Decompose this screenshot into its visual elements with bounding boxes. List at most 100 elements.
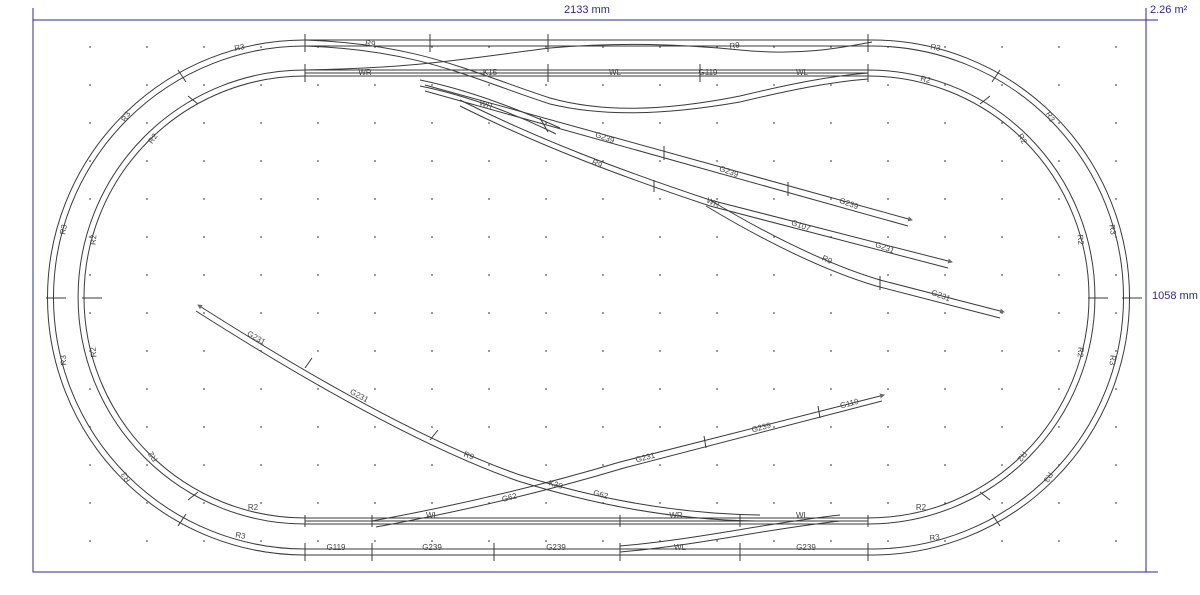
- track-piece-label: R3: [59, 354, 69, 366]
- grid-dot: [146, 274, 148, 276]
- track-piece-label: G239: [422, 543, 442, 552]
- grid-dot: [1001, 464, 1003, 466]
- track-piece-label: R3: [235, 530, 247, 541]
- grid-dot: [773, 464, 775, 466]
- grid-dot: [830, 540, 832, 542]
- grid-dot: [146, 388, 148, 390]
- grid-dot: [773, 84, 775, 86]
- grid-dot: [545, 388, 547, 390]
- board-width-label: 2133 mm: [564, 4, 610, 16]
- grid-dot: [374, 388, 376, 390]
- top-crossover-rail-a[interactable]: [304, 39, 869, 109]
- grid-dot: [146, 312, 148, 314]
- grid-dots: [89, 46, 1117, 542]
- grid-dot: [773, 350, 775, 352]
- siding-upper-rail-2[interactable]: [424, 90, 909, 227]
- grid-dot: [602, 236, 604, 238]
- grid-dot: [1115, 122, 1117, 124]
- siding-lower-rail-2[interactable]: [705, 205, 1001, 319]
- grid-dot: [203, 350, 205, 352]
- grid-dot: [146, 540, 148, 542]
- grid-dot: [773, 46, 775, 48]
- grid-dot: [431, 426, 433, 428]
- grid-dot: [1058, 198, 1060, 200]
- grid-dot: [1058, 540, 1060, 542]
- grid-dot: [830, 84, 832, 86]
- grid-dot: [431, 350, 433, 352]
- grid-dot: [773, 312, 775, 314]
- track-piece-label: G107: [790, 218, 812, 233]
- outer-loop-outer-rail[interactable]: [47, 39, 1130, 556]
- grid-dot: [716, 312, 718, 314]
- outer-loop-inner-rail[interactable]: [53, 45, 1124, 550]
- grid-dot: [431, 388, 433, 390]
- top-crossover-rail-c[interactable]: [304, 41, 873, 71]
- track-joint-tick: [991, 513, 1001, 527]
- track-piece-label: K30: [548, 478, 565, 491]
- track-piece-label: R9: [729, 40, 741, 50]
- grid-dot: [602, 198, 604, 200]
- right-diagonal-rail-2[interactable]: [375, 400, 883, 528]
- siding-middle-rail-1[interactable]: [459, 99, 953, 264]
- grid-dot: [659, 274, 661, 276]
- track-piece-label: WL: [426, 511, 439, 520]
- bottom-crossover-rail-1[interactable]: [619, 520, 841, 553]
- grid-dot: [545, 46, 547, 48]
- grid-dot: [374, 350, 376, 352]
- siding-lower-rail-1[interactable]: [709, 199, 1005, 314]
- track-joint-tick: [304, 357, 313, 369]
- grid-dot: [488, 464, 490, 466]
- left-diagonal-rail-1[interactable]: [197, 304, 761, 516]
- track-joint-tick: [187, 491, 199, 501]
- grid-dot: [488, 540, 490, 542]
- grid-dot: [944, 464, 946, 466]
- bottom-crossover-rail-2[interactable]: [619, 514, 841, 547]
- grid-dot: [260, 312, 262, 314]
- grid-dot: [203, 236, 205, 238]
- grid-dot: [602, 122, 604, 124]
- grid-dot: [488, 84, 490, 86]
- track-piece-label: WL: [796, 511, 809, 520]
- grid-dot: [1115, 274, 1117, 276]
- grid-dot: [89, 236, 91, 238]
- track-piece-label: R2: [1076, 234, 1086, 246]
- grid-dot: [374, 236, 376, 238]
- grid-dot: [431, 540, 433, 542]
- grid-dot: [830, 274, 832, 276]
- siding-middle-rail-2[interactable]: [459, 105, 949, 269]
- inner-branch-rail-2[interactable]: [419, 85, 557, 135]
- siding-upper-rail-1[interactable]: [424, 84, 913, 222]
- grid-dot: [431, 84, 433, 86]
- inner-branch-rail-1[interactable]: [419, 79, 561, 129]
- grid-dot: [203, 312, 205, 314]
- track-piece-label: G119: [699, 68, 719, 77]
- left-diagonal-rail-2[interactable]: [195, 310, 757, 522]
- grid-dot: [488, 122, 490, 124]
- grid-dot: [89, 84, 91, 86]
- grid-dot: [773, 426, 775, 428]
- board-height-label: 1058 mm: [1152, 290, 1198, 302]
- top-crossover-rail-b[interactable]: [304, 45, 869, 114]
- grid-dot: [716, 540, 718, 542]
- grid-dot: [545, 160, 547, 162]
- track-piece-label: R3: [1107, 224, 1118, 236]
- grid-dot: [431, 198, 433, 200]
- grid-dot: [203, 388, 205, 390]
- grid-dot: [431, 312, 433, 314]
- grid-dot: [659, 312, 661, 314]
- grid-dot: [1058, 46, 1060, 48]
- grid-dot: [659, 160, 661, 162]
- grid-dot: [659, 464, 661, 466]
- board-area-label: 2.26 m²: [1150, 4, 1188, 16]
- grid-dot: [659, 84, 661, 86]
- right-diagonal-rail-1[interactable]: [371, 393, 885, 522]
- grid-dot: [659, 236, 661, 238]
- track-joint-tick: [187, 95, 199, 105]
- track-joint-tick: [177, 69, 187, 83]
- grid-dot: [659, 198, 661, 200]
- grid-dot: [203, 84, 205, 86]
- grid-dot: [659, 46, 661, 48]
